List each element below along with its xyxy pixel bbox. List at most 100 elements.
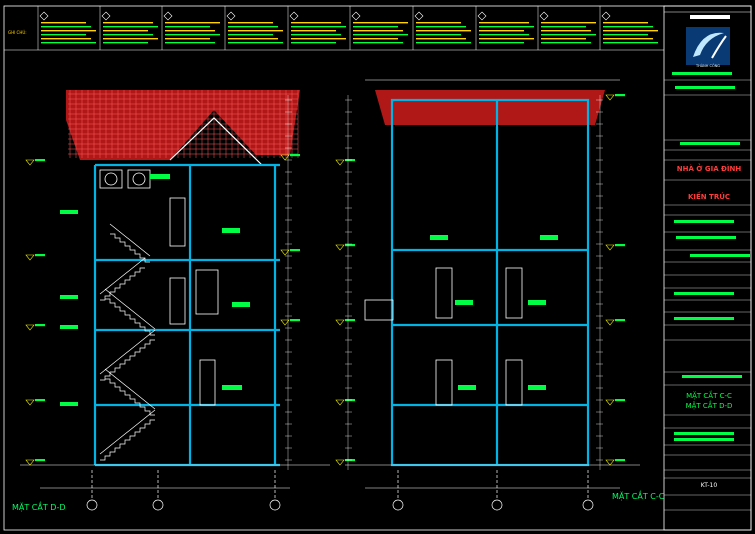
note-marker-icon xyxy=(39,11,49,21)
title-block-field xyxy=(690,254,750,257)
note-marker-icon xyxy=(163,11,173,21)
note-marker-icon xyxy=(414,11,424,21)
level-marker-icon xyxy=(25,399,35,406)
note-line xyxy=(41,42,96,44)
level-marker-icon xyxy=(25,459,35,466)
note-line xyxy=(603,42,658,44)
note-line xyxy=(291,34,341,36)
note-marker-icon xyxy=(101,11,111,21)
note-line xyxy=(103,30,148,32)
axis-marker xyxy=(269,499,281,511)
note-line xyxy=(103,42,148,44)
note-line xyxy=(228,26,278,28)
title-block-field xyxy=(674,317,734,320)
room-tag xyxy=(455,300,473,305)
level-marker-icon xyxy=(605,319,615,326)
note-line xyxy=(479,38,534,40)
note-line xyxy=(541,42,591,44)
note-line xyxy=(541,22,596,24)
axis-marker xyxy=(86,499,98,511)
note-line xyxy=(103,38,158,40)
section-c-c xyxy=(345,79,640,511)
note-line xyxy=(291,38,346,40)
room-tag xyxy=(222,385,242,390)
level-marker-icon xyxy=(25,159,35,166)
axis-marker xyxy=(392,499,404,511)
note-line xyxy=(603,26,653,28)
note-line xyxy=(353,22,408,24)
level-marker-icon xyxy=(605,459,615,466)
level-marker-icon xyxy=(280,154,290,161)
note-marker-icon xyxy=(539,11,549,21)
note-line xyxy=(541,38,586,40)
logo-swoosh-icon xyxy=(693,32,724,57)
room-tag xyxy=(60,210,78,214)
note-line xyxy=(416,34,461,36)
title-block xyxy=(663,5,752,531)
note-marker-icon xyxy=(226,11,236,21)
room-tag xyxy=(60,325,78,329)
note-line xyxy=(165,38,210,40)
title-block-field xyxy=(676,236,736,239)
railing xyxy=(364,299,394,321)
note-marker-icon xyxy=(601,11,611,21)
note-line xyxy=(541,26,586,28)
note-line xyxy=(479,26,534,28)
note-line xyxy=(603,38,653,40)
door-c-2 xyxy=(505,267,523,319)
note-line xyxy=(353,38,398,40)
stair-flight xyxy=(105,378,155,416)
room-tag xyxy=(430,235,448,240)
level-marker-icon xyxy=(605,244,615,251)
note-marker-icon xyxy=(477,11,487,21)
level-marker-icon xyxy=(605,399,615,406)
note-line xyxy=(603,30,658,32)
room-tag xyxy=(60,402,78,406)
note-line xyxy=(416,30,471,32)
note-line xyxy=(416,22,461,24)
note-line xyxy=(165,42,215,44)
door-d-1 xyxy=(169,197,186,247)
note-line xyxy=(228,38,278,40)
sheet-title-2: MẶT CẮT D-D xyxy=(685,402,733,410)
stair-flight xyxy=(105,298,155,336)
title-block-top-bar xyxy=(690,15,730,19)
level-marker-icon xyxy=(335,399,345,406)
note-line xyxy=(165,26,210,28)
note-line xyxy=(541,30,591,32)
level-marker-icon xyxy=(335,459,345,466)
note-line xyxy=(291,22,341,24)
note-line xyxy=(416,42,471,44)
stair-flight xyxy=(100,339,155,381)
note-line xyxy=(228,30,283,32)
note-line xyxy=(41,38,91,40)
door-d-2 xyxy=(169,277,186,325)
room-tag xyxy=(150,174,170,179)
note-line xyxy=(165,30,215,32)
door-d-3 xyxy=(199,359,216,406)
note-line xyxy=(103,22,153,24)
door-c-1 xyxy=(435,267,453,319)
note-line xyxy=(541,34,596,36)
room-tag xyxy=(540,235,558,240)
notes-row xyxy=(4,6,664,51)
project-name: NHÀ Ở GIA ĐÌNH xyxy=(676,165,742,173)
level-marker-icon xyxy=(280,319,290,326)
note-line xyxy=(603,22,648,24)
title-block-field xyxy=(674,432,734,435)
note-line xyxy=(41,22,86,24)
title-block-field xyxy=(674,220,734,223)
note-line xyxy=(353,30,403,32)
title-block-field xyxy=(675,86,735,89)
sheet-title-1: MẶT CẮT C-C xyxy=(686,392,732,400)
note-line xyxy=(41,26,91,28)
note-line xyxy=(291,26,346,28)
stair-flight xyxy=(110,233,150,263)
title-block-field xyxy=(674,292,734,295)
level-marker-icon xyxy=(335,244,345,251)
window-d-1 xyxy=(195,269,219,315)
note-line xyxy=(479,22,529,24)
title-block-field xyxy=(682,375,742,378)
stair-flight xyxy=(100,419,155,461)
